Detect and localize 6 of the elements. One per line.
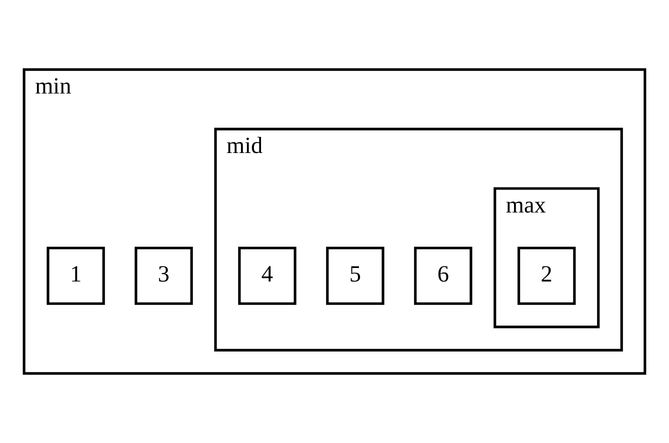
node-box: 3	[134, 246, 193, 305]
node-box: 1	[46, 246, 105, 305]
node-box: 2	[518, 246, 576, 305]
node-box: 6	[414, 246, 472, 305]
node-box: 4	[238, 246, 296, 305]
node-box: 5	[326, 246, 384, 305]
